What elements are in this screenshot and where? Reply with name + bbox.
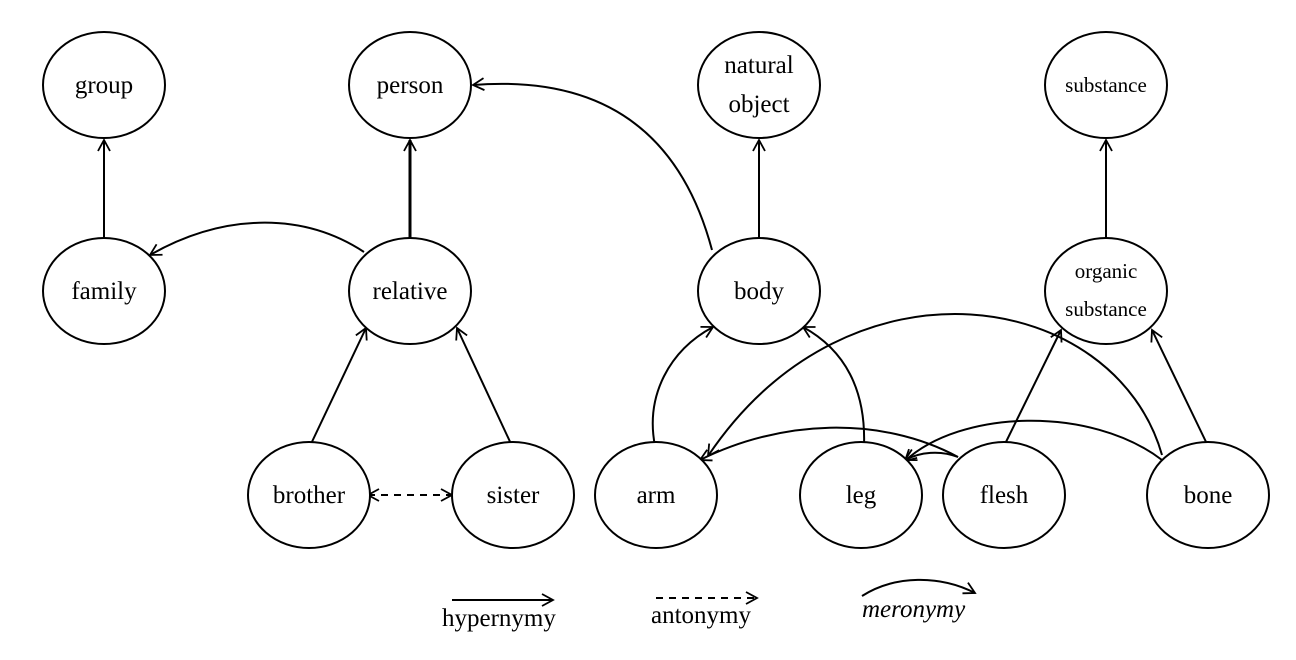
node-flesh: flesh (942, 441, 1066, 549)
legend: hypernymy antonymy meronymy (442, 578, 977, 632)
node-label: bone (1184, 482, 1233, 509)
legend-hypernymy: hypernymy (442, 593, 556, 632)
node-substance: substance (1044, 31, 1168, 139)
node-label-line-2: object (728, 91, 789, 118)
legend-meronymy-label: meronymy (862, 596, 966, 623)
legend-meronymy-curve (861, 578, 977, 597)
node-label: substance (1065, 73, 1147, 97)
node-arm: arm (594, 441, 718, 549)
node-person: person (348, 31, 472, 139)
node-label-line-2: substance (1065, 297, 1147, 321)
legend-hypernymy-label: hypernymy (442, 605, 556, 632)
edge-bone-organic-substance (1150, 328, 1209, 447)
node-label-line-1: natural (724, 52, 793, 79)
edge-body-person (471, 77, 713, 251)
edge-bone-arm (706, 313, 1163, 458)
node-label: flesh (980, 482, 1029, 509)
edge-sister-relative (455, 326, 513, 447)
legend-antonymy: antonymy (651, 591, 759, 629)
node-label: person (377, 72, 444, 99)
edge-flesh-arm (698, 426, 959, 462)
node-label: leg (846, 482, 877, 509)
node-body: body (697, 237, 821, 345)
nodes: group person natural object substance fa… (42, 31, 1270, 549)
node-bone: bone (1146, 441, 1270, 549)
edge-arm-body (651, 326, 715, 447)
edge-flesh-organic-substance (1003, 328, 1063, 447)
edge-relative-family (148, 221, 365, 256)
legend-antonymy-label: antonymy (651, 602, 751, 629)
edge-leg-body (801, 326, 866, 447)
legend-meronymy: meronymy (861, 578, 977, 623)
node-group: group (42, 31, 166, 139)
node-label: brother (273, 482, 346, 509)
edges (97, 77, 1209, 502)
node-label: sister (487, 482, 540, 509)
node-organic-substance: organic substance (1044, 237, 1168, 345)
node-relative: relative (348, 237, 472, 345)
node-label-line-1: organic (1075, 259, 1138, 283)
node-label: arm (637, 482, 676, 509)
node-label: body (734, 278, 785, 305)
node-label: family (71, 278, 137, 305)
node-label: relative (373, 278, 448, 305)
node-sister: sister (451, 441, 575, 549)
node-family: family (42, 237, 166, 345)
node-leg: leg (799, 441, 923, 549)
node-brother: brother (247, 441, 371, 549)
node-label: group (75, 72, 133, 99)
edge-brother-relative (309, 326, 368, 447)
edge-bone-leg (903, 419, 1163, 463)
node-natural-object: natural object (697, 31, 821, 139)
